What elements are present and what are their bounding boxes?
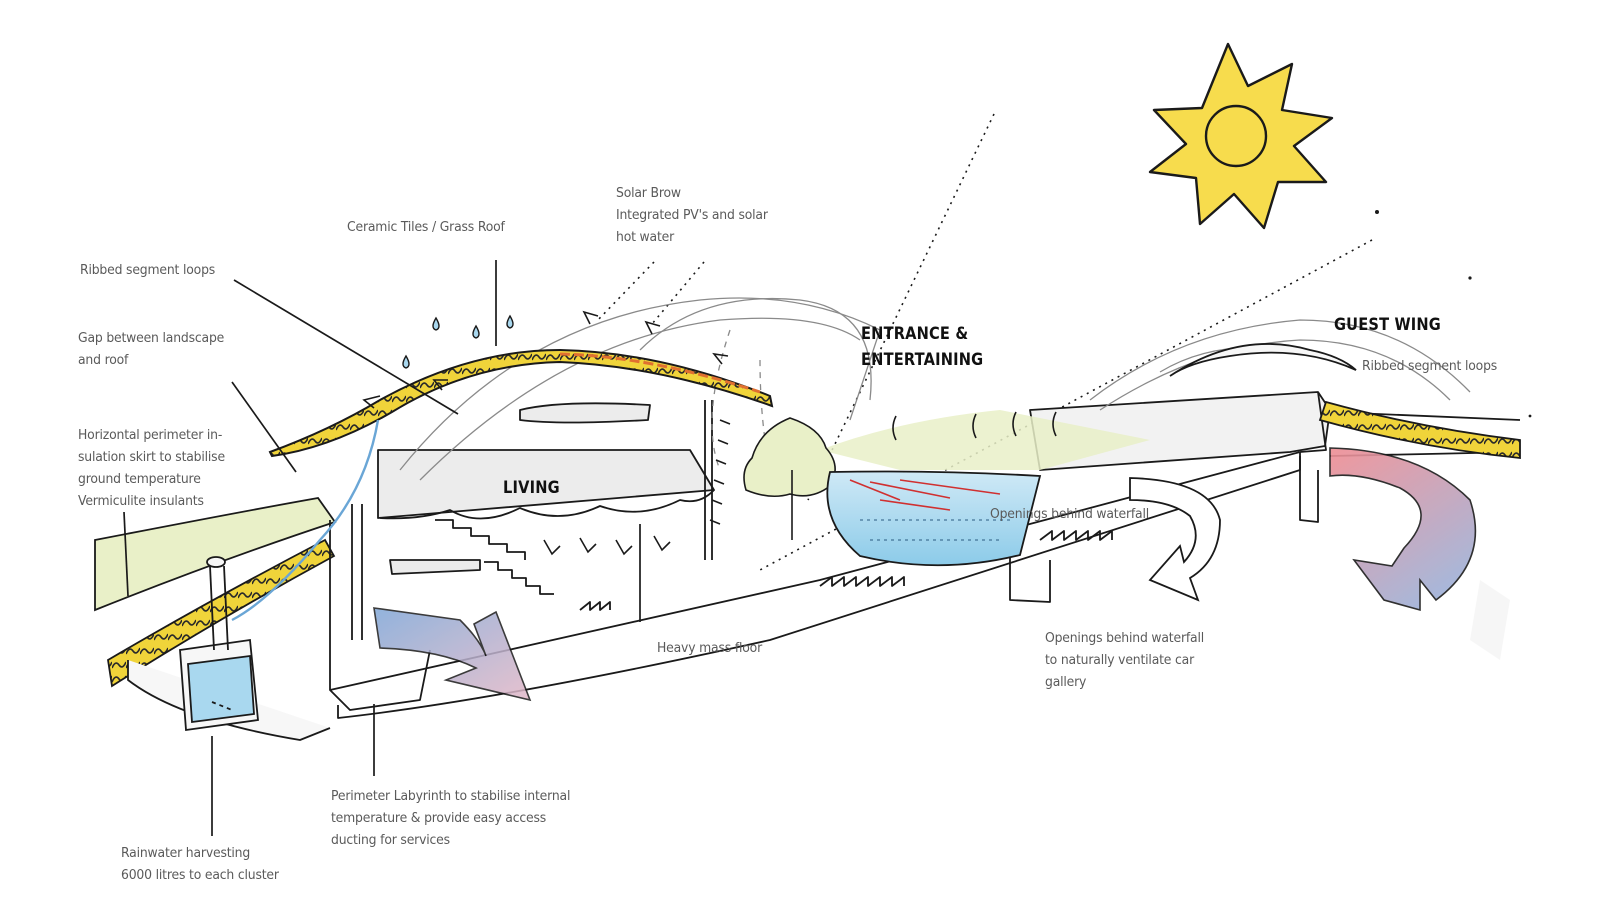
- label-solar-brow: Solar Brow Integrated PV's and solar hot…: [616, 182, 768, 248]
- label-openings-car: Openings behind waterfall to naturally v…: [1045, 627, 1204, 693]
- leader-lines: [123, 260, 641, 836]
- label-ribbed-left: Ribbed segment loops: [80, 262, 216, 278]
- airflow-ticks: [362, 310, 1057, 556]
- label-insulation-skirt: Horizontal perimeter in- sulation skirt …: [78, 424, 225, 512]
- label-insulation-line2: sulation skirt to stabilise: [78, 449, 225, 465]
- label-perimeter-line1: Perimeter Labyrinth to stabilise interna…: [331, 788, 571, 804]
- tree-icon: [743, 417, 836, 540]
- warm-air-arrow: [1329, 447, 1477, 612]
- insulation-skirt-right: [1318, 400, 1521, 459]
- sun-rays: [595, 113, 1373, 571]
- guest-wing-roof: [1169, 343, 1357, 377]
- label-gap-line1: Gap between landscape: [78, 330, 225, 346]
- heading-entrance-line2: ENTERTAINING: [861, 350, 984, 370]
- building-section: [127, 391, 1521, 741]
- label-solar-brow-line3: hot water: [616, 229, 675, 245]
- label-gap: Gap between landscape and roof: [78, 327, 224, 371]
- solar-brow-pv: [559, 352, 761, 394]
- ghost-arrow: [1470, 580, 1510, 660]
- label-openings-car-line3: gallery: [1045, 674, 1087, 690]
- heading-entrance: ENTRANCE & ENTERTAINING: [861, 321, 983, 373]
- waterfall-pool: [826, 470, 1042, 567]
- rain-drops-icon: [402, 314, 514, 369]
- label-insulation-line4: Vermiculite insulants: [78, 493, 204, 509]
- label-ceramic-tiles: Ceramic Tiles / Grass Roof: [347, 219, 505, 235]
- label-openings-car-line2: to naturally ventilate car: [1045, 652, 1195, 668]
- label-insulation-line1: Horizontal perimeter in-: [78, 427, 223, 443]
- heading-guest-wing: GUEST WING: [1334, 315, 1441, 335]
- label-perimeter-line3: ducting for services: [331, 832, 450, 848]
- insulation-skirt-left: [107, 538, 336, 688]
- rainwater-tank: [179, 556, 259, 732]
- landscape-terrace: [820, 410, 1150, 470]
- label-solar-brow-line1: Solar Brow: [616, 185, 681, 201]
- label-openings-waterfall: Openings behind waterfall: [990, 506, 1150, 522]
- label-rainwater: Rainwater harvesting 6000 litres to each…: [121, 842, 279, 886]
- label-rainwater-line1: Rainwater harvesting: [121, 845, 251, 861]
- downpipe: [231, 419, 380, 622]
- label-heavy-mass: Heavy mass floor: [657, 640, 763, 656]
- living-roof: [268, 348, 774, 458]
- label-perimeter-line2: temperature & provide easy access: [331, 810, 547, 826]
- ray-dots: [1375, 210, 1532, 418]
- label-perimeter-labyrinth: Perimeter Labyrinth to stabilise interna…: [331, 785, 570, 851]
- label-openings-car-line1: Openings behind waterfall: [1045, 630, 1205, 646]
- ventilation-arrow: [1129, 477, 1221, 602]
- heading-entrance-line1: ENTRANCE &: [861, 324, 969, 344]
- label-gap-line2: and roof: [78, 352, 129, 368]
- label-insulation-line3: ground temperature: [78, 471, 201, 487]
- heading-living: LIVING: [503, 478, 560, 498]
- label-ribbed-right: Ribbed segment loops: [1362, 358, 1498, 374]
- label-rainwater-line2: 6000 litres to each cluster: [121, 867, 279, 883]
- cool-air-arrow: [373, 607, 532, 702]
- sun-icon: [1148, 42, 1334, 230]
- label-solar-brow-line2: Integrated PV's and solar: [616, 207, 768, 223]
